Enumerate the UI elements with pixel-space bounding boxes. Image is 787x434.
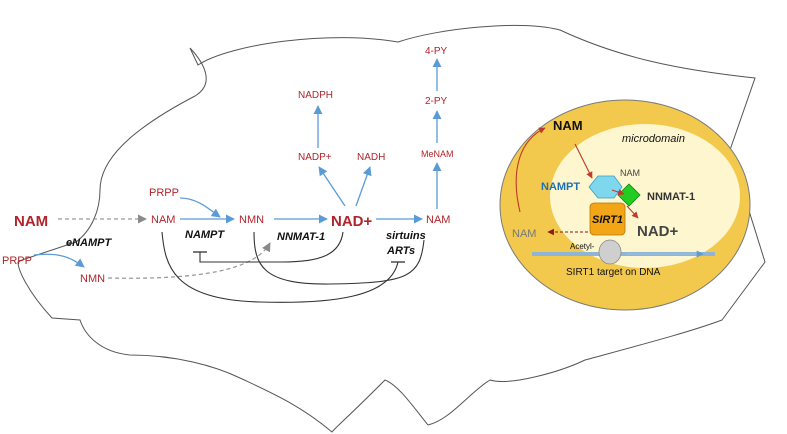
- nmn-intracellular-label: NMN: [239, 214, 264, 226]
- nmn-import-dashed-arrow: [107, 242, 271, 279]
- 2py-label: 2-PY: [425, 96, 448, 107]
- nad-label: NAD+: [331, 213, 372, 230]
- nam-extracellular-label: NAM: [14, 213, 48, 230]
- inset-nam-left-label: NAM: [512, 228, 536, 240]
- sirt1-target-label: SIRT1 target on DNA: [566, 267, 661, 278]
- nadp-label: NADP+: [298, 152, 332, 163]
- inset-sirt1-label: SIRT1: [592, 214, 623, 226]
- prpp-mid-arrow: [179, 197, 221, 218]
- microdomain-inset: NAM microdomain NAM NAMPT NNMAT-1 SIRT1 …: [499, 99, 751, 311]
- prpp-left-label: PRPP: [2, 255, 32, 267]
- nad-to-nadh-arrow: [355, 166, 372, 207]
- to-nad-arrow: [626, 205, 639, 219]
- nampt-to-nnmat-arrow: [611, 188, 625, 196]
- acetyl-group-shape: [598, 239, 622, 265]
- nad-inhibits-nampt-line: [199, 231, 344, 263]
- nampt-label: NAMPT: [185, 229, 225, 241]
- inset-nam-small-label: NAM: [620, 168, 640, 178]
- arts-label: ARTs: [386, 245, 415, 257]
- microdomain-label: microdomain: [622, 133, 685, 145]
- nmn-extracellular-label: NMN: [80, 273, 105, 285]
- nam-inhibits-sirtuins-line: [161, 231, 399, 303]
- nam-recycle-arrow: [515, 127, 546, 213]
- inset-nnmat1-label: NNMAT-1: [647, 191, 695, 203]
- nad-to-nadp-arrow: [318, 166, 346, 207]
- prpp-mid-label: PRPP: [149, 187, 179, 199]
- menam-label: MeNAM: [421, 149, 454, 159]
- sirt1-enzyme-shape: [589, 202, 626, 236]
- nam-to-nampt-arrow: [574, 143, 593, 179]
- inset-nad-label: NAD+: [637, 223, 678, 240]
- nampt-enzyme-shape: [588, 175, 623, 199]
- enampt-label: eNAMPT: [66, 237, 113, 249]
- nnmat1-label: NNMAT-1: [277, 231, 325, 243]
- 4py-label: 4-PY: [425, 46, 448, 57]
- cell-membrane-outline: [17, 25, 766, 433]
- nam-right-label: NAM: [426, 214, 450, 226]
- acetyl-label: Acetyl-: [570, 242, 595, 251]
- sirtuins-label: sirtuins: [386, 230, 426, 242]
- nadh-label: NADH: [357, 152, 385, 163]
- nmn-inhibits-line: [253, 231, 425, 285]
- prpp-to-nmn-arrow: [33, 253, 85, 268]
- inset-nampt-label: NAMPT: [541, 181, 580, 193]
- nam-intracellular-label: NAM: [151, 214, 175, 226]
- nadph-label: NADPH: [298, 90, 333, 101]
- inset-nam-top-label: NAM: [553, 118, 583, 133]
